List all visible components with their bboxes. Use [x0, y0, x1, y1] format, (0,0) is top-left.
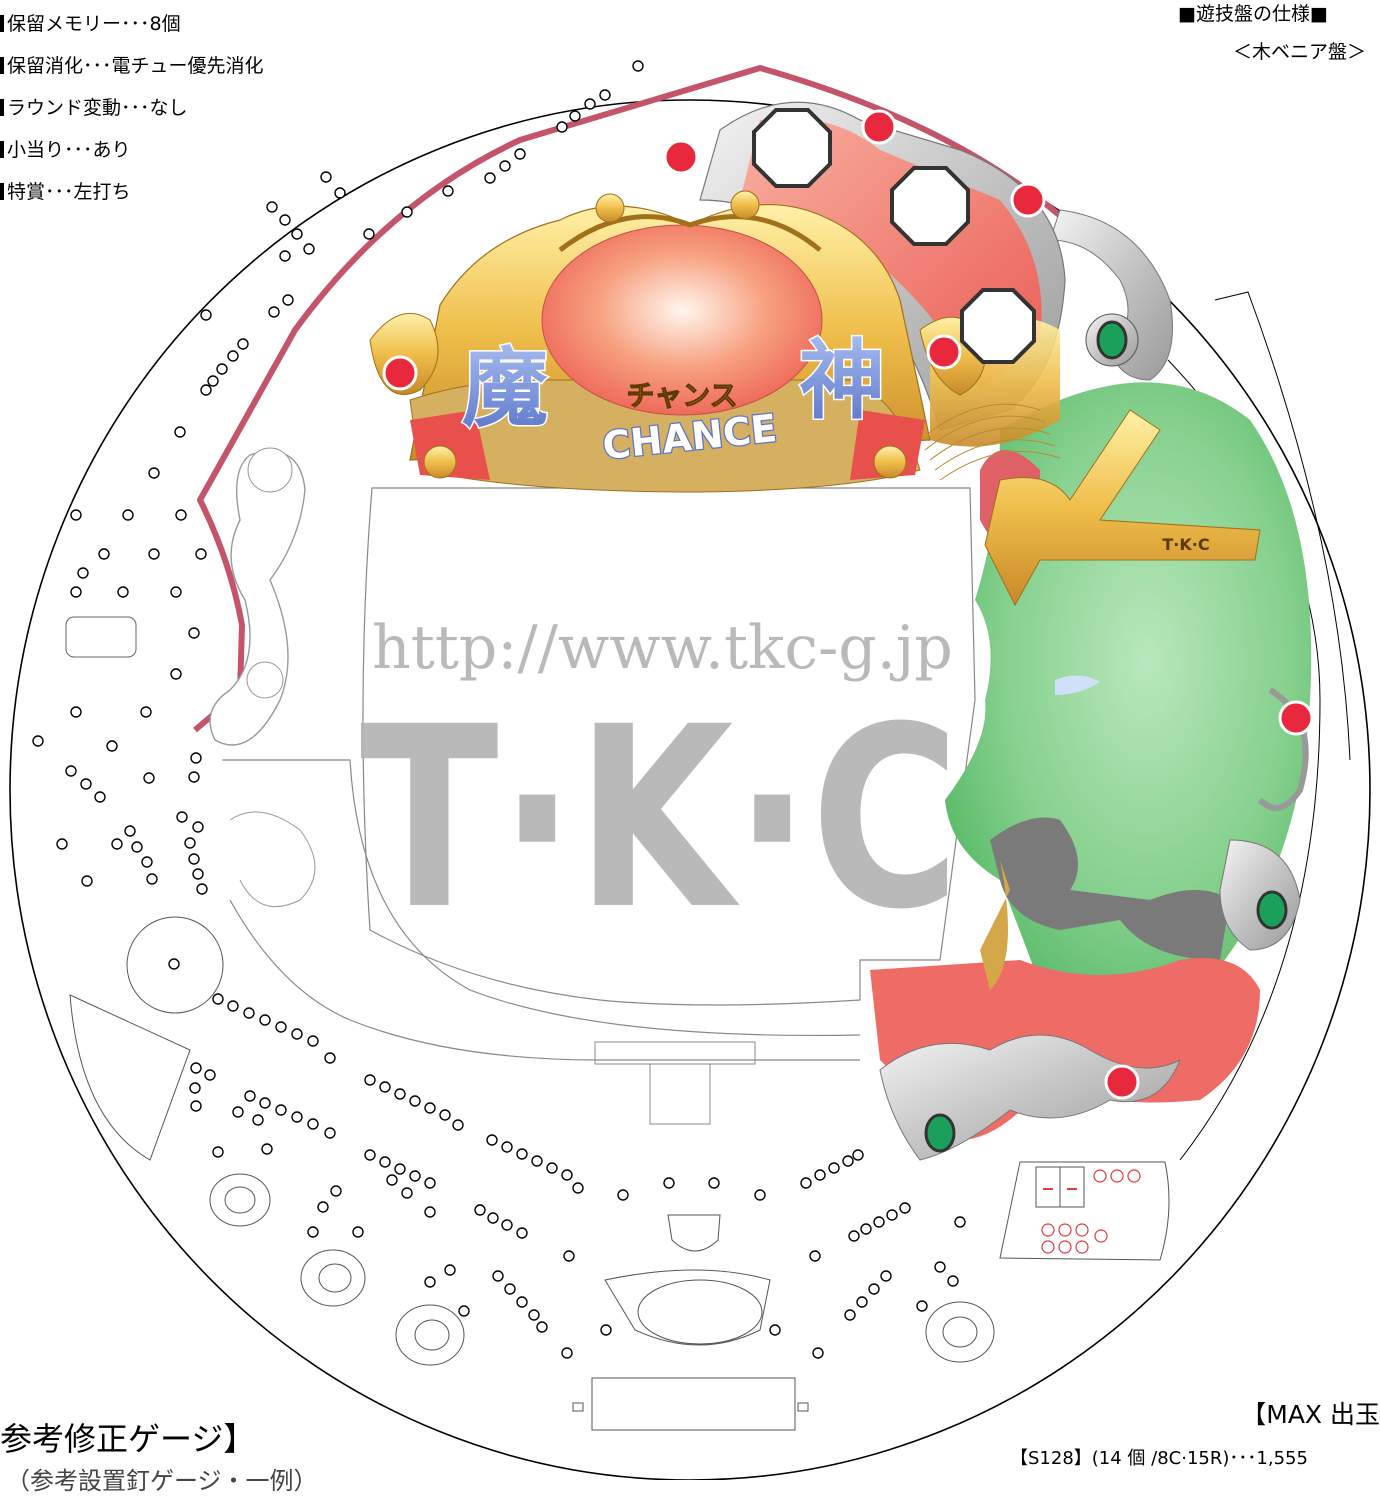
- out-hole: [591, 1377, 796, 1431]
- max-payout-title: 【MAX 出玉: [1241, 1400, 1380, 1429]
- jewel-octagon-icon: [960, 288, 1036, 364]
- start-pocket: [667, 1214, 721, 1252]
- board-type: ＜木ベニア盤＞: [1232, 41, 1366, 63]
- max-payout-line: 【S128】(14 個 /8C·15R)･･･1,555: [1010, 1448, 1308, 1469]
- red-gem-icon: [382, 355, 418, 391]
- jewel-octagon-icon: [752, 108, 832, 188]
- board-outline: [9, 99, 1371, 1480]
- left-side-pocket: [69, 994, 191, 1161]
- green-gems: [924, 320, 1288, 1153]
- character-headband: T·K·C: [984, 409, 1261, 607]
- green-gem-icon: [1256, 890, 1288, 930]
- logo-char-left: 魔: [462, 339, 548, 439]
- attacker: [604, 1269, 771, 1346]
- watermark-brand: T·K·C: [360, 673, 960, 964]
- spec-item-jackpot: 特賞･･･左打ち: [0, 172, 264, 214]
- gauge-title: 参考修正ゲージ】: [0, 1420, 256, 1458]
- right-guide-rail: [1214, 291, 1351, 761]
- octagon-jewels: [752, 108, 1036, 364]
- nail-pins: [32, 60, 966, 1359]
- crown-dome: [541, 224, 823, 416]
- red-gem-icon: [1278, 700, 1314, 736]
- spec-item-round-variation: ラウンド変動･･･なし: [0, 88, 264, 130]
- red-gems: [382, 109, 1314, 1100]
- jewel-octagon-icon: [890, 166, 970, 246]
- character-badge: T·K·C: [1162, 535, 1209, 554]
- logo-char-right: 神: [799, 331, 885, 431]
- bottom-right-pocket: [925, 1301, 995, 1363]
- red-gem-icon: [926, 334, 962, 370]
- red-gem-icon: [861, 109, 897, 145]
- watermark-url: http://www.tkc-g.jp: [372, 613, 953, 683]
- green-gem-icon: [1096, 320, 1128, 360]
- logo-ruby: チャンス: [626, 379, 737, 412]
- watermark: http://www.tkc-g.jp T·K·C: [360, 613, 960, 964]
- left-pocket-slot: [65, 616, 137, 658]
- logo-crown: [369, 190, 987, 493]
- gauge-subtitle: （参考設置釘ゲージ・一例）: [6, 1467, 318, 1495]
- red-gem-icon: [1104, 1064, 1140, 1100]
- spec-item-reserve-memory: 保留メモリー･･･8個: [0, 4, 264, 46]
- spec-list: 保留メモリー･･･8個 保留消化･･･電チュー優先消化 ラウンド変動･･･なし …: [0, 4, 264, 214]
- spec-title: ■遊技盤の仕様■: [1178, 3, 1328, 25]
- center-display-frame: [362, 487, 976, 1006]
- red-gem-icon: [1010, 182, 1046, 218]
- red-gem-icon: [663, 139, 699, 175]
- spec-item-reserve-digest: 保留消化･･･電チュー優先消化: [0, 46, 264, 88]
- nail-pin-icon: [32, 60, 966, 1359]
- left-silver-ornament: [209, 447, 316, 908]
- green-gem-icon: [924, 1113, 956, 1153]
- spec-item-small-win: 小当り･･･あり: [0, 130, 264, 172]
